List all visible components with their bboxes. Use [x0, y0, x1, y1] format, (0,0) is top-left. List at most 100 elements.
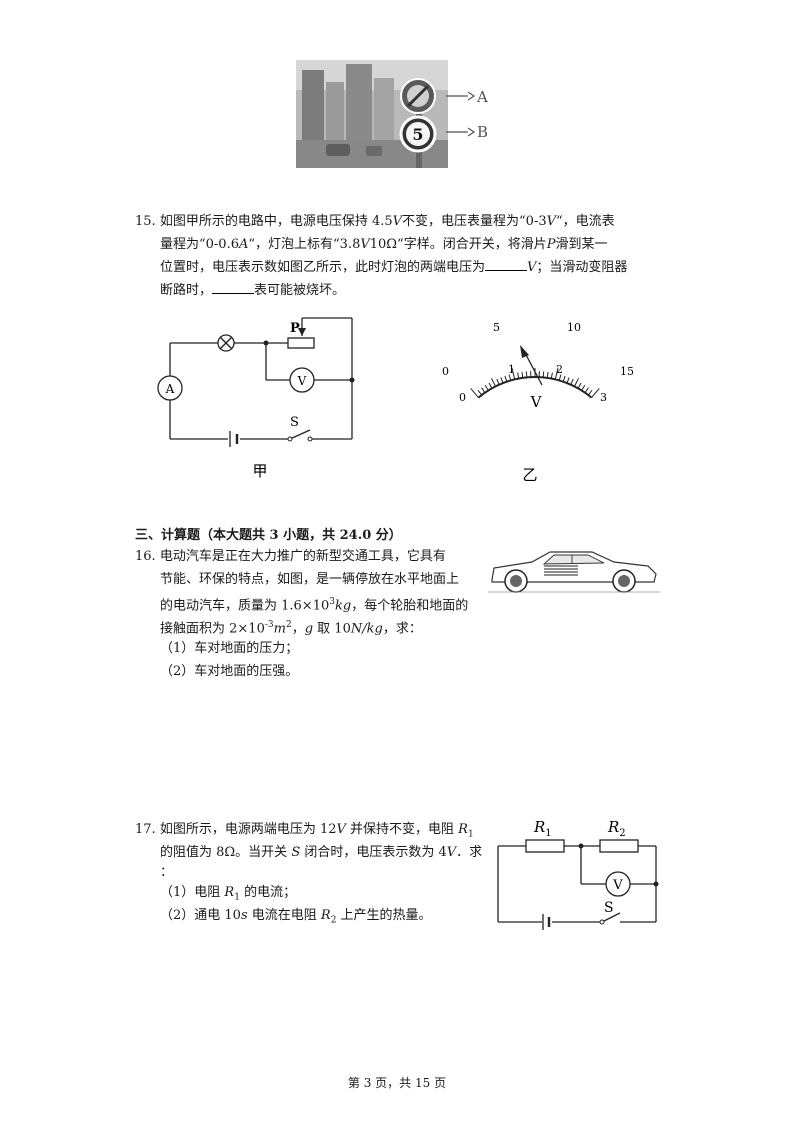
q15-unit-v2: V — [546, 214, 557, 229]
q15-unit-v3: V — [360, 237, 370, 252]
q17-text-2b: 闭合时，电压表示数为 4 — [300, 845, 447, 860]
q17-sub1-b: 的电流； — [239, 885, 297, 900]
q17-sub1-subscript: 1 — [234, 892, 240, 903]
speed-sign-number: 5 — [412, 125, 423, 144]
circuit-diagram-q17: V R1 R2 S — [490, 812, 665, 932]
q16-text-4e: ，求： — [382, 621, 422, 637]
q15-line4: 断路时，表可能被烧坏。 — [160, 279, 345, 302]
q17-line1: 17. 如图所示，电源两端电压为 12V 并保持不变，电阻 R1 — [135, 818, 474, 847]
svg-text:V: V — [612, 878, 623, 893]
label-r2: R2 — [607, 818, 626, 839]
dial-outer-5: 5 — [493, 321, 500, 334]
q17-sub1-a: （1）电阻 — [160, 885, 225, 900]
dial-inner-0: 0 — [459, 391, 466, 404]
dial-tick — [591, 388, 600, 398]
label-s: S — [290, 415, 299, 430]
dial-tick — [542, 371, 545, 378]
q15-unit-v: V — [392, 214, 403, 229]
page-footer: 第 3 页，共 15 页 — [347, 1076, 447, 1090]
q15-number: 15. — [135, 214, 156, 229]
q17-var-s: S — [291, 845, 301, 860]
dial-tick — [488, 382, 493, 389]
dial-tick — [562, 375, 566, 382]
dial-tick — [491, 378, 496, 387]
q17-text-1a: 如图所示，电源两端电压为 12 — [159, 822, 337, 837]
q16-text-4a: 接触面积为 2×10 — [160, 621, 265, 637]
dial-tick — [508, 374, 512, 381]
voltmeter-icon: V — [289, 367, 315, 393]
q17-sub1-r: R — [224, 885, 235, 900]
q16-line2: 节能、环保的特点，如图，是一辆停放在水平地面上 — [160, 572, 460, 587]
q16-sup-4b: 2 — [285, 620, 292, 630]
voltmeter-dial-yi: 0 5 10 15 0 1 2 3 V 乙 — [430, 315, 640, 490]
q16-line1: 16. 电动汽车是正在大力推广的新型交通工具，它具有 — [135, 545, 446, 568]
dial-tick — [525, 371, 528, 378]
q15-line1: 15. 如图甲所示的电路中，电源电压保持 4.5V不变，电压表量程为“0-3V“… — [135, 210, 615, 233]
q17-sub2-b: 电流在电阻 — [247, 908, 321, 923]
q15-blank-1[interactable] — [485, 258, 528, 271]
section3-title: 三、计算题（本大题共 3 小题，共 24.0 分） — [135, 528, 402, 543]
q17-line3: ： — [160, 865, 174, 880]
q15-unit-a: A — [238, 237, 249, 252]
q15-text-3b: ；当滑动变阻器 — [536, 260, 628, 275]
dial-tick — [470, 388, 479, 398]
q16-text-4d: 取 10 — [313, 621, 351, 637]
q17-unit-v: V — [336, 822, 346, 837]
dial-tick — [577, 382, 582, 389]
q15-var-p: P — [546, 237, 556, 252]
q17-sub2-r: R — [320, 908, 331, 923]
q15-text-1a: 如图甲所示的电路中，电源电压保持 4.5 — [159, 214, 393, 229]
svg-text:V: V — [297, 374, 307, 388]
dial-tick — [500, 377, 504, 384]
q16-line3: 的电动汽车，质量为 1.6×103kg，每个轮胎和地面的 — [160, 591, 468, 617]
q15-line3: 位置时，电压表示数如图乙所示，此时灯泡的两端电压为 V；当滑动变阻器 — [160, 256, 627, 279]
q16-text-4c: ， — [291, 621, 305, 637]
q15-text-2b: “，灯泡上标有“3.8 — [248, 237, 361, 252]
q17-sub2-c: 上产生的热量。 — [336, 908, 432, 923]
dial-tick — [587, 389, 593, 396]
q16-sup-3: 3 — [329, 597, 335, 607]
q15-text-1b: 不变，电压表量程为“0-3 — [402, 214, 547, 229]
dial-tick — [566, 377, 570, 384]
ammeter-icon: A — [157, 375, 183, 401]
dial-tick — [554, 367, 559, 380]
electric-car-picture — [488, 546, 660, 594]
dial-outer-0: 0 — [442, 365, 449, 378]
circuit-diagram-jia: A V P S 甲 — [150, 310, 370, 490]
dial-outer-15: 15 — [620, 365, 634, 378]
caption-yi: 乙 — [522, 466, 537, 484]
q17-text-1b: 并保持不变，电阻 — [345, 822, 459, 837]
dial-tick — [546, 371, 549, 378]
q16-sub2: （2）车对地面的压强。 — [160, 664, 299, 679]
label-r1: R1 — [533, 818, 552, 839]
q15-blank-2[interactable] — [212, 281, 255, 294]
lamp-icon — [217, 334, 235, 352]
q17-unit-v2: V — [446, 845, 457, 860]
street-photo: 5 A B — [296, 60, 496, 168]
q17-sub-1: 1 — [467, 829, 474, 840]
dial-inner-3: 3 — [600, 391, 607, 404]
q16-text-3c: ，每个轮胎和地面的 — [351, 598, 469, 614]
q16-sup-4: -3 — [264, 620, 274, 630]
photo-label-b: B — [477, 123, 488, 141]
dial-inner-2: 2 — [556, 363, 563, 376]
q16-number: 16. — [135, 549, 156, 564]
q17-sub2: （2）通电 10s 电流在电阻 R2 上产生的热量。 — [160, 904, 432, 933]
q15-text-2a: 量程为“0-0.6 — [160, 237, 239, 252]
dial-tick — [550, 372, 553, 379]
q15-text-1c: “，电流表 — [556, 214, 615, 229]
q15-unit-v4: V — [527, 260, 537, 275]
dial-tick — [481, 387, 486, 393]
q17-sub2-subscript: 2 — [330, 915, 337, 926]
q15-line2: 量程为“0-0.6A“，灯泡上标有“3.8V10Ω“字样。闭合开关，将滑片P滑到… — [160, 233, 607, 256]
dial-tick — [517, 372, 520, 379]
q16-sub1: （1）车对地面的压力； — [160, 641, 299, 656]
label-s-q17: S — [604, 900, 614, 916]
q17-sub2-s: s — [240, 908, 248, 923]
q15-text-4b: 表可能被烧坏。 — [254, 283, 346, 298]
q17-sub1: （1）电阻 R1 的电流； — [160, 881, 296, 910]
caption-jia: 甲 — [252, 462, 267, 480]
voltmeter-icon-q17: V — [605, 871, 631, 897]
q15-text-3a: 位置时，电压表示数如图乙所示，此时灯泡的两端电压为 — [160, 260, 486, 275]
q17-sub2-a: （2）通电 10 — [160, 908, 241, 923]
